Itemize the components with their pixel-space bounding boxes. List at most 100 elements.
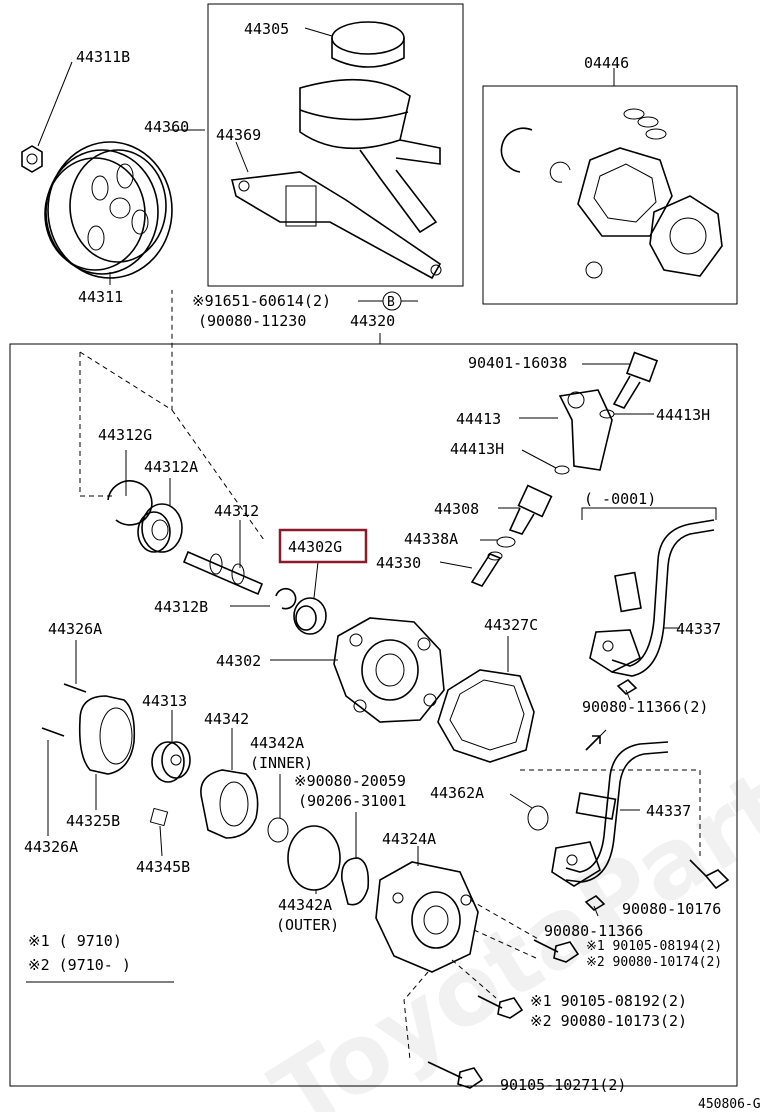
oil-seal-44302g[interactable] [293, 597, 327, 635]
pump-cover-44324a[interactable] [375, 861, 479, 973]
reservoir-bracket-part[interactable] [231, 171, 442, 280]
reservoir-part[interactable] [299, 21, 441, 234]
label-90080-20059: ※90080-20059 [294, 772, 406, 790]
pipe-44337-lower[interactable] [551, 741, 669, 887]
union-part[interactable] [558, 389, 613, 471]
label-44345b: 44345B [136, 858, 190, 876]
snap-ring-44312g[interactable] [107, 480, 153, 526]
range-bracket [581, 507, 717, 520]
shaft-44312[interactable] [182, 550, 264, 596]
label-90206-31001: (90206-31001 [298, 792, 406, 810]
gasket-kit-frame [482, 85, 738, 305]
label-44369: 44369 [216, 126, 261, 144]
leader [509, 793, 533, 809]
label-44312a: 44312A [144, 458, 198, 476]
bolt-90105-08192[interactable] [477, 995, 524, 1019]
leader [521, 449, 557, 469]
label-44324a: 44324A [382, 830, 436, 848]
gasket-44413h-top[interactable] [599, 409, 615, 419]
leader [37, 61, 73, 147]
gasket-kit-parts[interactable] [500, 108, 723, 279]
bolt-90080-10176[interactable] [689, 859, 730, 890]
label-44308: 44308 [434, 500, 479, 518]
label-44337-upper: 44337 [676, 620, 721, 638]
label-44342a-inner: 44342A [250, 734, 304, 752]
label-90080-10176: 90080-10176 [622, 900, 721, 918]
highlight-box-44302g[interactable] [278, 528, 368, 564]
o-ring-44338a[interactable] [496, 536, 516, 548]
control-valve-part[interactable] [508, 484, 553, 535]
reservoir-frame [207, 3, 464, 287]
bolt-90080-11366-upper[interactable] [616, 678, 638, 701]
gasket-44327c[interactable] [437, 669, 535, 763]
label-44342a-outer: 44342A [278, 896, 332, 914]
union-bolt-part[interactable] [612, 351, 659, 409]
leader [304, 27, 333, 37]
o-ring-inner-44342a[interactable] [267, 817, 289, 843]
snap-ring-44312b[interactable] [275, 587, 297, 610]
label-90105-08192: ※1 90105-08192(2) [530, 992, 687, 1010]
bolt-90105-08194[interactable] [533, 939, 580, 963]
bolt-90105-10271[interactable] [427, 1061, 484, 1089]
label-outer: (OUTER) [276, 916, 339, 934]
label-44330: 44330 [376, 554, 421, 572]
label-circle-b: B [387, 295, 395, 310]
leader [451, 959, 497, 999]
label-44327c: 44327C [484, 616, 538, 634]
label-90401-16038: 90401-16038 [468, 354, 567, 372]
label-90080-10174: ※2 90080-10174(2) [586, 955, 722, 970]
pulley-part[interactable] [44, 141, 173, 279]
label-44312: 44312 [214, 502, 259, 520]
pin-44326a-lower[interactable] [41, 727, 65, 737]
label-90105-10271: 90105-10271(2) [500, 1076, 626, 1094]
o-ring-44362a[interactable] [527, 805, 549, 831]
gasket-90080-20059[interactable] [341, 857, 370, 906]
leader [79, 290, 173, 411]
note-1: ※1 ( 9710) [28, 932, 122, 950]
label-44320: 44320 [350, 312, 395, 330]
label-inner: (INNER) [250, 754, 313, 772]
label-04446: 04446 [584, 54, 629, 72]
pipe-44337-upper[interactable] [589, 519, 715, 677]
leader [473, 929, 537, 959]
cam-ring-44325b[interactable] [78, 695, 136, 775]
label-range-0001: ( -0001) [584, 490, 656, 508]
note-2: ※2 (9710- ) [28, 956, 131, 974]
pin-44326a-upper[interactable] [63, 683, 87, 693]
label-44413: 44413 [456, 410, 501, 428]
label-44305: 44305 [244, 20, 289, 38]
valve-spring-part[interactable] [470, 551, 503, 587]
label-44362a: 44362A [430, 784, 484, 802]
o-ring-outer-44342a[interactable] [287, 825, 341, 891]
gasket-44413h-bottom[interactable] [554, 465, 570, 475]
label-90080-11366-2: 90080-11366(2) [582, 698, 708, 716]
label-44311: 44311 [78, 288, 123, 306]
label-44302g[interactable]: 44302G [288, 538, 342, 556]
leader [520, 769, 701, 860]
leader [313, 561, 319, 599]
leader [159, 825, 163, 857]
plate-44345b[interactable] [149, 807, 169, 827]
label-44302: 44302 [216, 652, 261, 670]
cam-44342[interactable] [200, 769, 259, 839]
rotor-44313[interactable] [151, 741, 191, 783]
label-90080-10173: ※2 90080-10173(2) [530, 1012, 687, 1030]
pump-housing-44302[interactable] [333, 617, 445, 723]
label-44326a-bottom: 44326A [24, 838, 78, 856]
label-44413h-right: 44413H [656, 406, 710, 424]
leader [439, 561, 473, 569]
leader [469, 899, 541, 941]
leader [79, 352, 112, 497]
arrow [585, 729, 607, 751]
label-44342: 44342 [204, 710, 249, 728]
leader [403, 971, 429, 1061]
label-44312b: 44312B [154, 598, 208, 616]
label-44326a-top: 44326A [48, 620, 102, 638]
bearing-44312a[interactable] [137, 503, 183, 553]
label-44338a: 44338A [404, 530, 458, 548]
label-90080-11230: (90080-11230 [198, 312, 306, 330]
label-91651-60614: ※91651-60614(2) [192, 292, 331, 310]
bolt-90080-11366-lower[interactable] [584, 894, 606, 917]
pulley-nut-part[interactable] [21, 145, 43, 173]
label-44311b: 44311B [76, 48, 130, 66]
